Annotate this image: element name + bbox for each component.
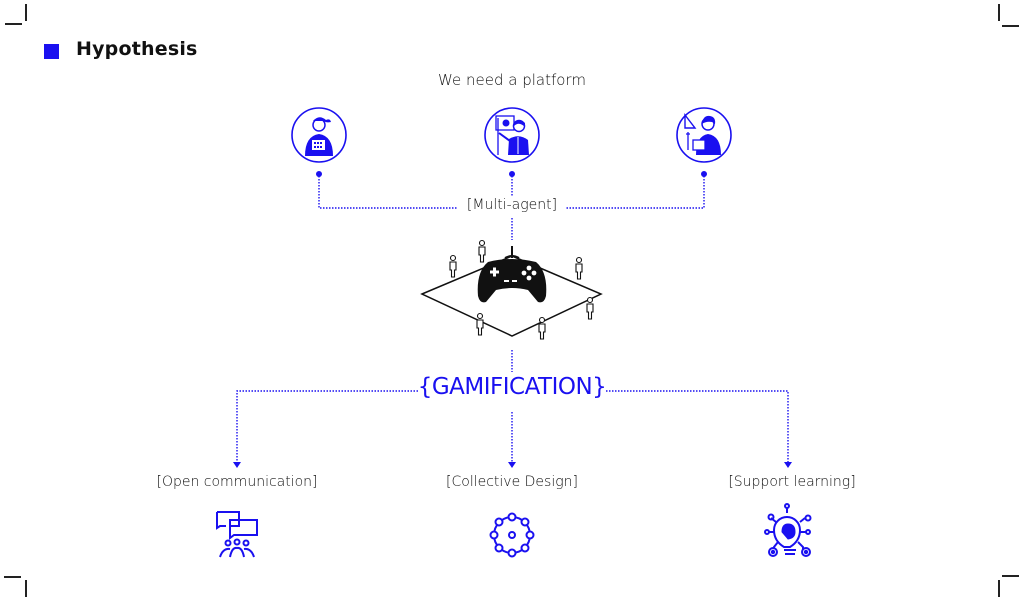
crop-mark-tl-h [5, 23, 22, 25]
connector-left-actor [318, 176, 458, 209]
outcome-label-open-communication: [Open communication] [156, 474, 318, 490]
crop-mark-tr-h [1002, 25, 1019, 27]
outcome-label-collective-design: [Collective Design] [446, 474, 578, 490]
connector-support-learning [606, 390, 789, 462]
arrow-open-communication [233, 462, 241, 468]
network-circle-icon [489, 512, 535, 558]
dot-center [509, 171, 515, 177]
multi-agent-label: [Multi-agent] [466, 197, 558, 213]
platform-label: We need a platform [438, 71, 586, 89]
brain-bulb-icon [764, 503, 812, 557]
student-with-tools-icon [676, 107, 732, 163]
arrow-collective-design [508, 462, 516, 468]
crop-mark-br-v [998, 580, 1000, 597]
crop-mark-bl-v [25, 580, 27, 597]
connector-open-communication [236, 390, 418, 462]
dot-right [701, 171, 707, 177]
crop-mark-tl-v [25, 4, 27, 21]
crop-mark-bl-h [4, 576, 21, 578]
connector-dots [233, 171, 792, 468]
teacher-presenting-icon [484, 107, 540, 163]
page-title: Hypothesis [76, 38, 198, 60]
player-figures [449, 239, 594, 340]
connectors [236, 176, 789, 462]
gamification-label: {GAMIFICATION} [417, 374, 607, 400]
person-with-tablet-icon [291, 107, 347, 163]
outcome-label-support-learning: [Support learning] [728, 474, 856, 490]
dot-left [316, 171, 322, 177]
title-marker [44, 44, 59, 59]
group-chat-icon [216, 511, 258, 558]
crop-mark-br-h [1002, 575, 1019, 577]
connector-right-actor [565, 176, 705, 209]
arrow-support-learning [784, 462, 792, 468]
crop-mark-tr-v [998, 4, 1000, 21]
game-controller-platform-icon [420, 239, 603, 340]
